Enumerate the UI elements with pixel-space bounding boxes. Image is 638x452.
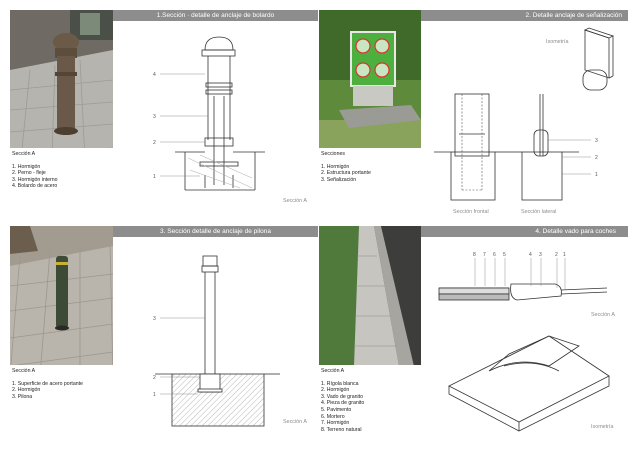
panel-title: 3. Sección detalle de anclaje de pilona <box>113 226 318 237</box>
callout-2: 2 <box>595 155 598 161</box>
legend-item: 4. Bolardo de acero <box>12 183 58 190</box>
sign-photo: Secciones 1. Hormigón 2. Estructura port… <box>319 10 421 218</box>
legend-item: 3. Hormigón interno <box>12 176 58 183</box>
front-section-label: Sección frontal <box>453 209 489 215</box>
panel-bollard: Sección A 1. Hormigón 2. Perno - fleje 3… <box>0 0 319 225</box>
legend-title: Sección A <box>12 368 36 374</box>
bollard-legend: Sección A 1. Hormigón 2. Perno - fleje 3… <box>10 148 113 218</box>
pylon-photo: Sección A 1. Superficie de acero portant… <box>10 226 113 441</box>
callout-2: 2 <box>153 140 156 146</box>
callout-1: 1 <box>153 392 156 398</box>
callout-3: 3 <box>153 114 156 120</box>
legend-item: 1. Hormigón <box>12 163 41 170</box>
legend-item: 1. Superficie de acero portante <box>12 380 83 387</box>
legend-item: 2. Estructura portante <box>321 170 371 177</box>
panel-title: 4. Detalle vado para coches <box>421 226 628 237</box>
callout-8: 8 <box>473 252 476 258</box>
legend-item: 1. Hormigón <box>321 163 350 170</box>
panel-driveway: Sección A 1. Rígola blanca 2. Hormigón 3… <box>319 226 638 452</box>
legend-item: 3. Vado de granito <box>321 393 364 400</box>
panel-title: 2. Detalle anclaje de señalización <box>421 10 628 21</box>
callout-3: 3 <box>595 138 598 144</box>
legend-title: Sección A <box>12 151 36 157</box>
sign-section-drawing: 3 2 1 <box>434 27 615 201</box>
legend-item: 2. Hormigón <box>12 387 41 394</box>
section-label: Sección A <box>283 419 307 425</box>
legend-item: 2. Hormigón <box>321 387 350 394</box>
callout-6: 6 <box>493 252 496 258</box>
isometry-label: Isometría <box>546 39 569 45</box>
isometry-label: Isometría <box>591 424 614 430</box>
panel-sign: Secciones 1. Hormigón 2. Estructura port… <box>319 0 638 225</box>
legend-item: 3. Pilona <box>12 393 33 400</box>
callout-7: 7 <box>483 252 486 258</box>
legend-item: 5. Pavimento <box>321 406 352 413</box>
legend-item: 4. Pieza de granito <box>321 400 365 407</box>
side-section-label: Sección lateral <box>521 209 557 215</box>
panel-title: 1.Sección · detalle de anclaje de bolard… <box>113 10 318 21</box>
sign-legend: Secciones 1. Hormigón 2. Estructura port… <box>319 148 421 218</box>
callout-1: 1 <box>153 174 156 180</box>
callout-1: 1 <box>563 252 566 258</box>
legend-item: 3. Señalización <box>321 176 357 183</box>
section-label: Sección A <box>591 312 615 318</box>
callout-2: 2 <box>153 375 156 381</box>
callout-2: 2 <box>555 252 558 258</box>
callout-3: 3 <box>153 316 156 322</box>
legend-title: Sección A <box>321 368 345 374</box>
legend-item: 1. Rígola blanca <box>321 380 359 387</box>
driveway-legend: Sección A 1. Rígola blanca 2. Hormigón 3… <box>319 365 421 441</box>
driveway-section-drawing: 8 7 6 5 4 3 2 1 <box>438 252 610 432</box>
section-label: Sección A <box>283 198 307 204</box>
callout-1: 1 <box>595 172 598 178</box>
legend-item: 7. Hormigón <box>321 420 350 427</box>
pylon-section-drawing: 3 2 1 <box>153 255 280 427</box>
bollard-photo: Sección A 1. Hormigón 2. Perno - fleje 3… <box>10 10 113 218</box>
bollard-section-drawing: 4 3 2 1 <box>153 36 265 191</box>
panel-pylon: Sección A 1. Superficie de acero portant… <box>0 226 319 452</box>
callout-4: 4 <box>529 252 532 258</box>
driveway-photo: Sección A 1. Rígola blanca 2. Hormigón 3… <box>319 226 421 441</box>
legend-title: Secciones <box>321 151 345 157</box>
legend-item: 2. Perno - fleje <box>12 170 46 177</box>
callout-4: 4 <box>153 72 156 78</box>
legend-item: 8. Terreno natural <box>321 426 362 433</box>
pylon-legend: Sección A 1. Superficie de acero portant… <box>10 365 113 441</box>
callout-5: 5 <box>503 252 506 258</box>
callout-3: 3 <box>539 252 542 258</box>
legend-item: 6. Mortero <box>321 413 345 420</box>
